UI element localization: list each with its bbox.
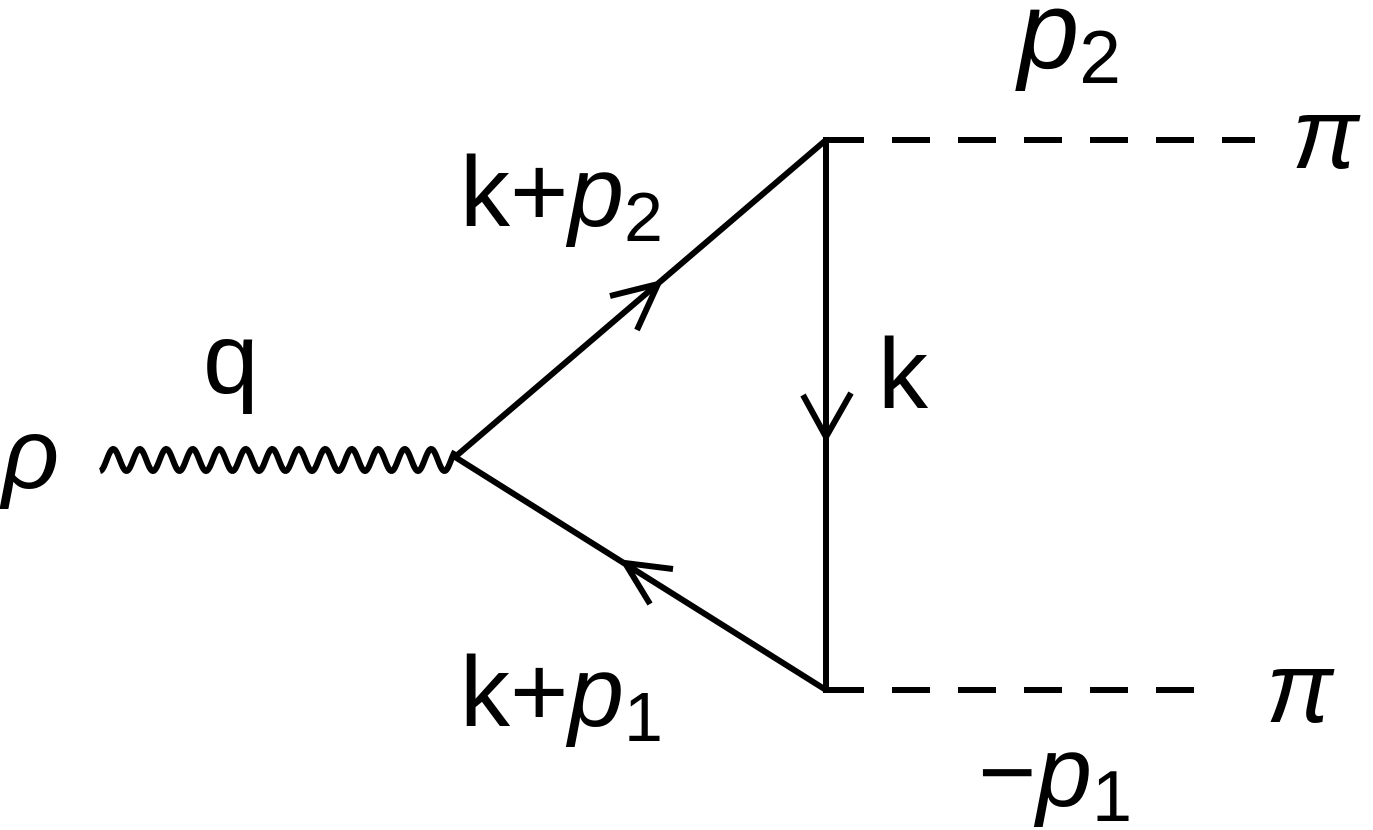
arrow-vertical bbox=[800, 391, 854, 444]
k-plus-p1-label: k+p1 bbox=[460, 636, 663, 756]
pi-bottom-label: π bbox=[1266, 632, 1335, 744]
arrow-upper bbox=[609, 279, 664, 332]
k-plus-p2-label: k+p2 bbox=[460, 136, 663, 256]
arrow-lower bbox=[619, 559, 674, 606]
rho-photon-wavy-line bbox=[98, 445, 458, 475]
p2-label: p2 bbox=[1015, 0, 1121, 99]
k-label: k bbox=[878, 318, 929, 430]
minus-p1-label: −p1 bbox=[978, 716, 1132, 830]
q-label: q bbox=[203, 303, 259, 415]
pi-top-label: π bbox=[1292, 78, 1361, 190]
fermion-line-upper bbox=[453, 137, 828, 460]
fermion-line-lower bbox=[453, 454, 828, 693]
rho-label: ρ bbox=[0, 398, 59, 510]
